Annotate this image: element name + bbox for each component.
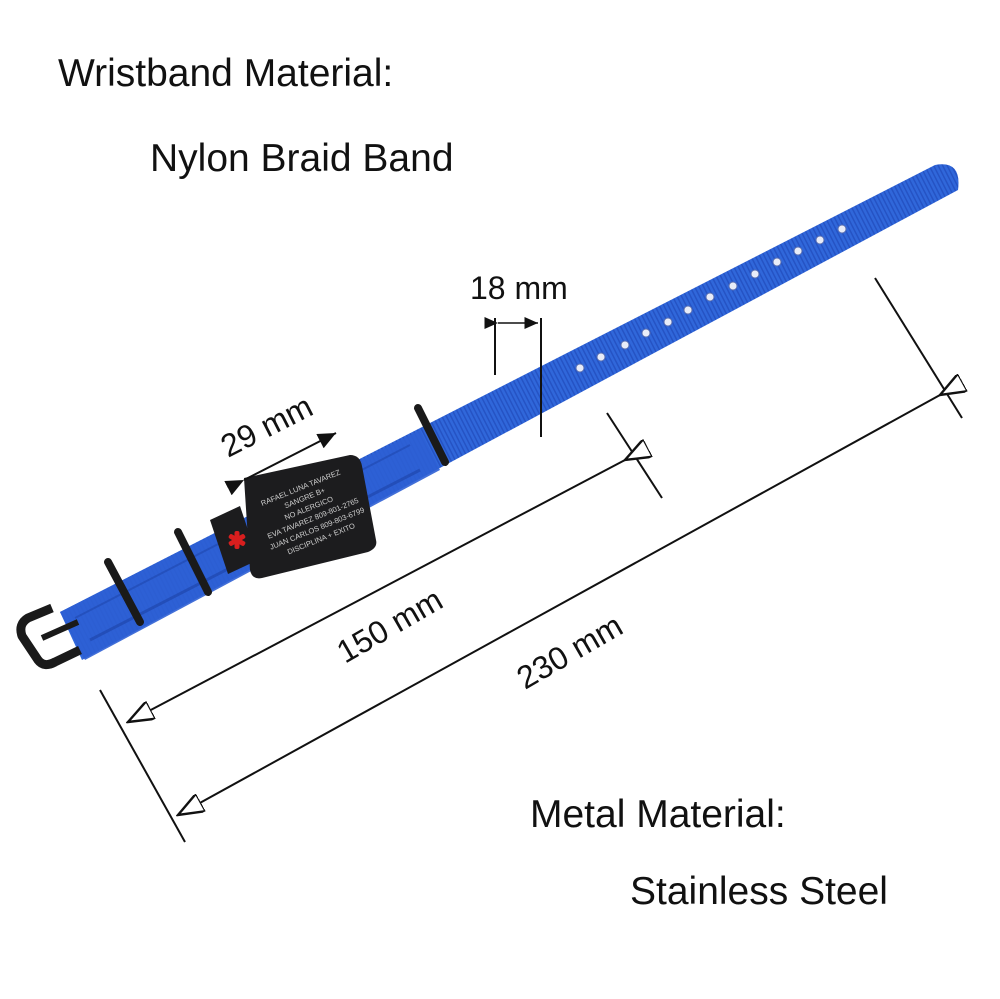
width-label: 18 mm (470, 270, 568, 306)
plate-length-label: 29 mm (215, 388, 318, 464)
strap-holes (575, 224, 847, 373)
wristband-material-value: Nylon Braid Band (150, 137, 454, 180)
metal-material-value: Stainless Steel (630, 870, 888, 913)
metal-id-plate: RAFAEL LUNA TAVAREZ SANGRE B+ NO ALERGIC… (244, 455, 377, 579)
short-length-label: 150 mm (331, 581, 449, 670)
total-length-label: 230 mm (511, 607, 629, 696)
dimension-230mm (178, 395, 940, 815)
buckle-icon (16, 603, 82, 670)
wristband-material-label: Wristband Material: (58, 52, 394, 95)
